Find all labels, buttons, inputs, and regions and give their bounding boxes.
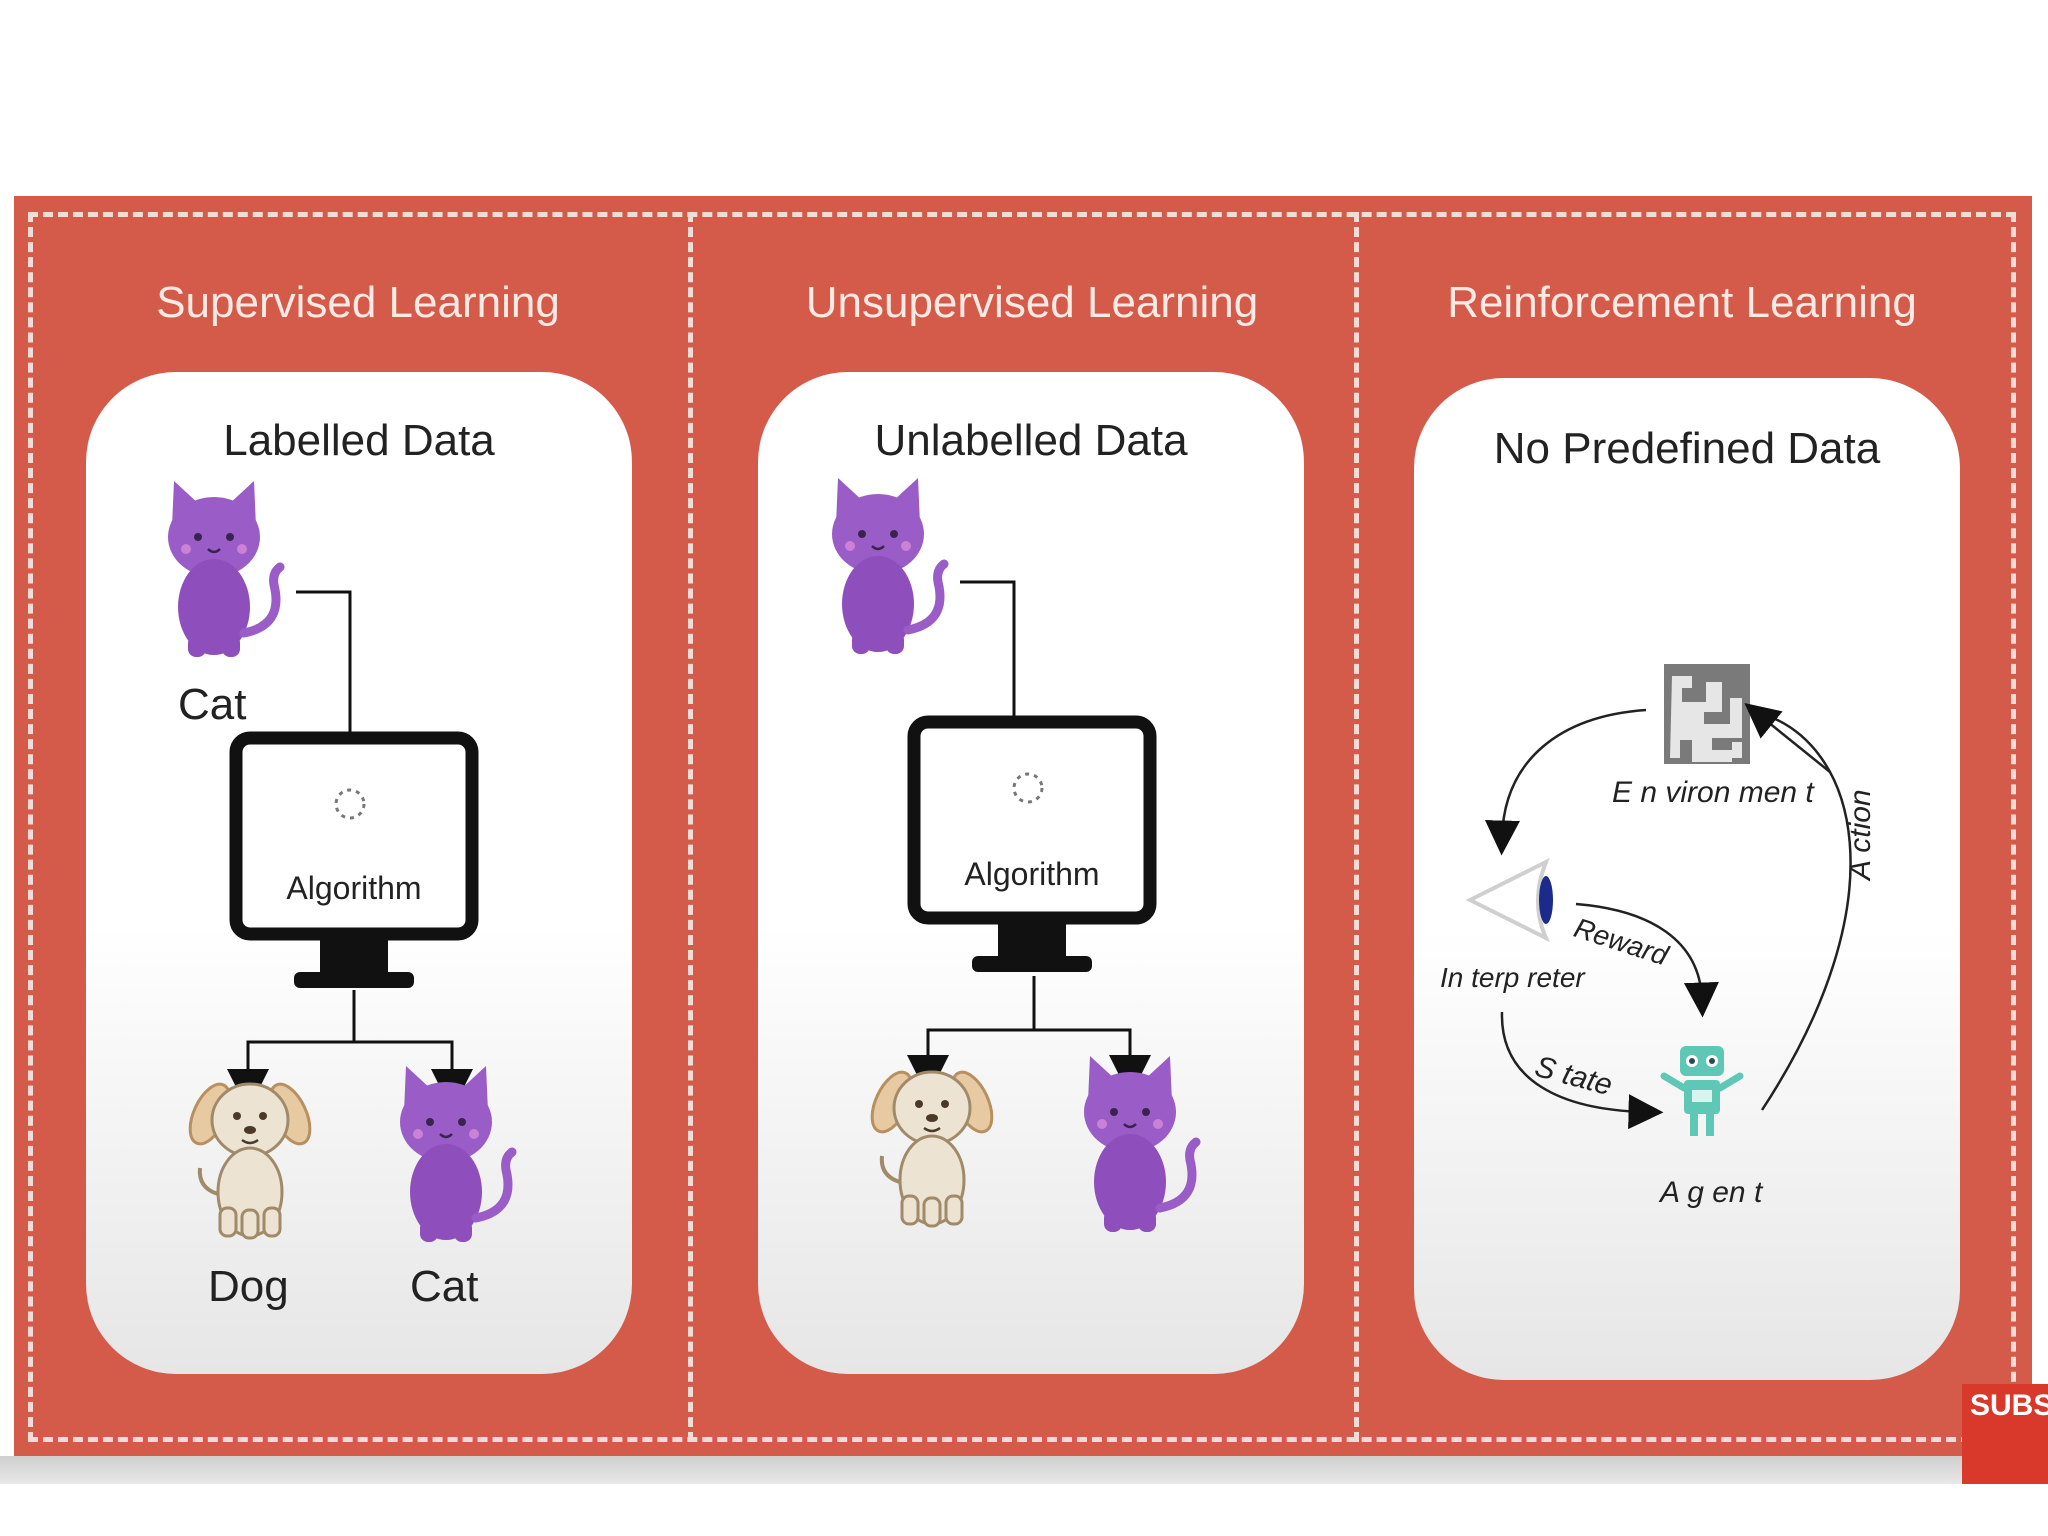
unsupervised-output-cat-icon	[1084, 1056, 1196, 1232]
unsupervised-output-connector-left	[907, 976, 1036, 1097]
unsupervised-output-connector-right	[1034, 1028, 1151, 1097]
reinforcement-card: No Predefined Data	[1414, 378, 1960, 1380]
interpreter-label: In terp reter	[1440, 962, 1585, 993]
supervised-output-dog-icon	[179, 1076, 321, 1240]
interpreter-eye-icon	[1465, 857, 1553, 943]
unsupervised-input-cat-icon	[832, 478, 944, 654]
unsupervised-algorithm-monitor-icon	[914, 722, 1150, 972]
supervised-output-dog-label: Dog	[208, 1262, 289, 1311]
supervised-algorithm-monitor-icon	[236, 738, 472, 988]
unsupervised-card-title: Unlabelled Data	[874, 416, 1188, 465]
bottom-strip	[0, 1456, 2048, 1484]
column-divider-2	[1354, 212, 1359, 1442]
action-label: A ction	[1844, 789, 1877, 880]
action-arc	[1755, 710, 1852, 1111]
environment-label: E n viron men t	[1612, 776, 1814, 809]
subscribe-button[interactable]: SUBSCRIBE	[1962, 1384, 2048, 1484]
unsupervised-algorithm-label: Algorithm	[964, 856, 1100, 892]
unsupervised-input-connector	[960, 580, 1016, 724]
supervised-input-cat-icon	[168, 481, 280, 657]
agent-label: A g en t	[1660, 1176, 1763, 1209]
supervised-algorithm-label: Algorithm	[286, 870, 422, 906]
reward-arrow	[1575, 902, 1719, 1018]
supervised-input-connector	[296, 590, 352, 740]
environment-icon	[1664, 664, 1750, 764]
unsupervised-title: Unsupervised Learning	[805, 278, 1259, 327]
dashed-frame	[28, 212, 2016, 1442]
environment-to-interpreter-arrow	[1484, 708, 1647, 856]
supervised-input-label: Cat	[178, 680, 247, 729]
reinforcement-title: Reinforcement Learning	[1447, 278, 1917, 327]
supervised-card: Labelled Data	[86, 372, 632, 1374]
column-divider-1	[688, 212, 693, 1442]
reinforcement-card-title: No Predefined Data	[1493, 424, 1881, 473]
supervised-title: Supervised Learning	[156, 278, 560, 327]
supervised-output-connector-cat	[354, 1040, 473, 1111]
agent-robot-icon	[1660, 1046, 1744, 1136]
supervised-output-connector-dog	[227, 990, 356, 1111]
supervised-output-cat-icon	[400, 1066, 512, 1242]
state-arrow	[1500, 1011, 1664, 1130]
unsupervised-output-dog-icon	[861, 1064, 1003, 1228]
supervised-card-title: Labelled Data	[223, 416, 495, 465]
action-arrowhead	[1744, 703, 1831, 773]
supervised-output-cat-label: Cat	[410, 1262, 479, 1311]
